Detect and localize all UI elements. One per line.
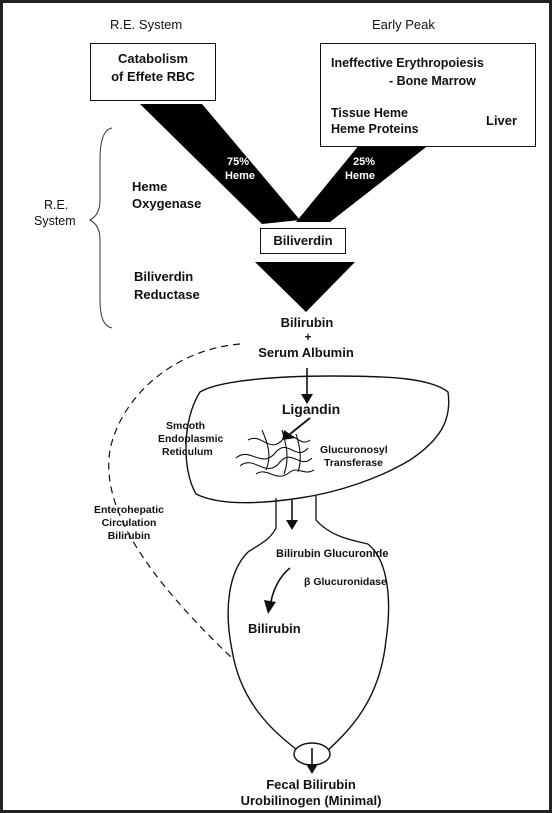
header-re-system: R.E. System — [110, 17, 183, 32]
left-arm-75-heme — [140, 104, 300, 224]
left-arm-pct: 75% — [226, 156, 250, 168]
biliverdin-box: Biliverdin — [260, 228, 346, 254]
gt-line2: Transferase — [324, 457, 383, 469]
entero-line1: Enterohepatic — [93, 504, 164, 516]
arrowhead-to-glucuronide — [286, 520, 298, 530]
fecal-line2: Urobilinogen (Minimal) — [240, 793, 382, 808]
entero-line3: Bilirubin — [107, 530, 151, 542]
tissue-line1: Tissue Heme — [331, 106, 408, 120]
liver-outline — [185, 375, 450, 504]
ser-line2: Endoplasmic — [158, 433, 224, 445]
liver-label: Liver — [486, 113, 518, 128]
bilirubin-label: Bilirubin — [280, 315, 334, 330]
arrowhead-to-fecal — [306, 764, 318, 774]
funnel-arrow — [255, 262, 355, 312]
bilirubin-glucuronide-label: Bilirubin Glucuronide — [276, 548, 389, 560]
intestine-outline — [227, 543, 390, 753]
right-arm-25-heme — [296, 144, 430, 222]
left-arm-label: Heme — [225, 170, 255, 182]
bile-duct-right — [315, 496, 369, 545]
arrowhead-to-liver — [301, 394, 313, 404]
ser-line1: Smooth — [166, 420, 206, 432]
ineffective-line1: Ineffective Erythropoiesis — [331, 56, 484, 70]
beta-glucuronidase-label: β Glucuronidase — [304, 576, 387, 588]
catabolism-line2: of Effete RBC — [111, 69, 195, 84]
ser-line3: Reticulum — [162, 446, 213, 458]
header-early-peak: Early Peak — [372, 17, 435, 32]
arrowhead-to-bilirubin — [264, 600, 276, 614]
side-re-line1: R.E. — [44, 198, 69, 212]
ser-squiggles — [235, 429, 315, 477]
biliverdin-label: Biliverdin — [273, 233, 333, 248]
serum-albumin-label: Serum Albumin — [258, 345, 354, 360]
arrowhead-ligandin-ser — [282, 430, 296, 440]
arrow-ligandin-ser — [289, 417, 311, 435]
heme-oxygenase-line1: Heme — [132, 179, 168, 194]
early-peak-box: Ineffective Erythropoiesis - Bone Marrow… — [320, 43, 536, 147]
right-arm-label: Heme — [345, 170, 375, 182]
enterohepatic-dashed-line — [108, 343, 241, 661]
right-arm-pct: 25% — [352, 156, 376, 168]
tissue-line2: Heme Proteins — [331, 122, 419, 136]
catabolism-line1: Catabolism — [117, 51, 189, 66]
catabolism-box: Catabolism of Effete RBC — [90, 43, 216, 101]
side-re-line2: System — [34, 214, 76, 228]
entero-line2: Circulation — [101, 517, 157, 529]
bile-duct-left — [247, 498, 277, 553]
plus-sign: + — [304, 330, 312, 344]
re-system-brace — [88, 127, 113, 329]
heme-oxygenase-line2: Oxygenase — [132, 196, 202, 211]
ligandin-label: Ligandin — [281, 401, 341, 417]
reductase-line2: Reductase — [134, 287, 200, 302]
bilirubin-gut-label: Bilirubin — [248, 621, 301, 636]
reductase-line1: Biliverdin — [134, 269, 194, 284]
fecal-line1: Fecal Bilirubin — [266, 777, 356, 792]
gt-line1: Glucuronosyl — [320, 444, 388, 456]
ineffective-line2: - Bone Marrow — [389, 74, 476, 88]
